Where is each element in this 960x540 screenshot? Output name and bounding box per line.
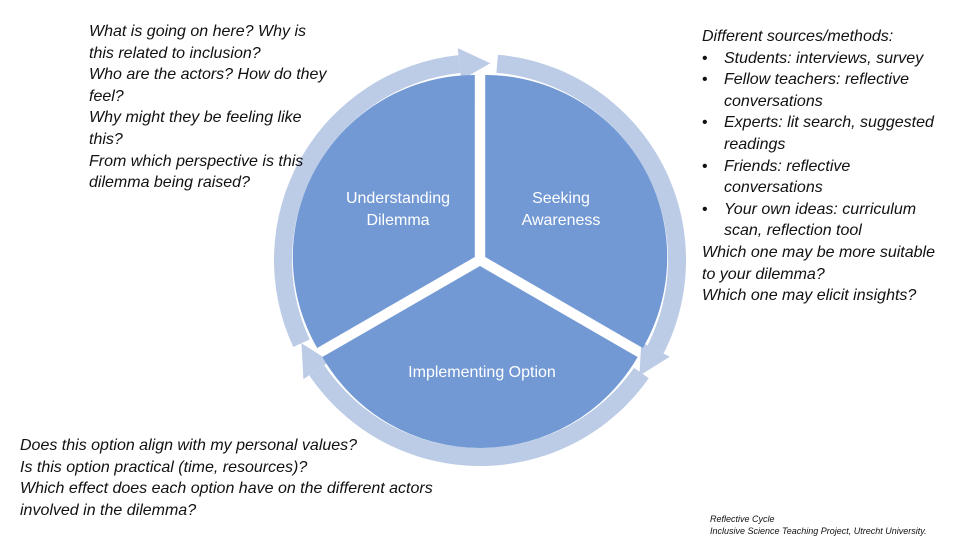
arrow-band-to-implementing bbox=[496, 54, 687, 354]
implementing-questions: Does this option align with my personal … bbox=[20, 435, 440, 521]
list-item: •Your own ideas: curriculum scan, reflec… bbox=[702, 200, 917, 240]
segment-understanding bbox=[292, 75, 475, 348]
bullet-icon: • bbox=[702, 157, 708, 175]
sources-question: Which one may be more suitable to your d… bbox=[702, 243, 935, 283]
question-line: Is this option practical (time, resource… bbox=[20, 458, 308, 476]
arrow-band-to-understanding bbox=[309, 365, 649, 467]
question-line: What is going on here? Why is this relat… bbox=[89, 23, 306, 62]
question-line: Who are the actors? How do they feel? bbox=[89, 66, 327, 105]
sources-list: •Students: interviews, survey •Fellow te… bbox=[702, 48, 952, 242]
list-item: •Students: interviews, survey bbox=[702, 48, 952, 70]
credit-title: Reflective Cycle bbox=[710, 514, 775, 524]
arrow-band-to-seeking bbox=[273, 55, 461, 348]
credit-caption: Reflective Cycle Inclusive Science Teach… bbox=[710, 513, 927, 537]
list-item: •Friends: reflective conversations bbox=[702, 157, 851, 197]
question-line: Does this option align with my personal … bbox=[20, 437, 358, 454]
list-item: •Experts: lit search, suggested readings bbox=[702, 114, 934, 153]
sources-question: Which one may elicit insights? bbox=[702, 287, 917, 305]
credit-source: Inclusive Science Teaching Project, Utre… bbox=[710, 526, 927, 536]
question-line: Which effect does each option have on th… bbox=[20, 480, 433, 519]
cycle-segments bbox=[292, 75, 668, 449]
arrowhead-to-seeking bbox=[457, 48, 491, 80]
awareness-sources: Different sources/methods: •Students: in… bbox=[702, 26, 952, 307]
cycle-arrows bbox=[273, 48, 687, 467]
segment-seeking bbox=[485, 75, 668, 348]
segment-implementing bbox=[322, 266, 638, 449]
arrowhead-to-understanding bbox=[301, 343, 330, 380]
question-line: Why might they be feeling like this? bbox=[89, 109, 302, 148]
segment-label-implementing: Implementing Option bbox=[408, 364, 556, 381]
list-item: •Fellow teachers: reflective conversatio… bbox=[702, 71, 909, 110]
arrowhead-to-implementing bbox=[639, 342, 670, 376]
understanding-questions: What is going on here? Why is this relat… bbox=[89, 21, 329, 194]
bullet-icon: • bbox=[702, 49, 708, 67]
bullet-icon: • bbox=[702, 200, 708, 218]
sources-heading: Different sources/methods: bbox=[702, 28, 894, 45]
bullet-icon: • bbox=[702, 114, 708, 132]
bullet-icon: • bbox=[702, 71, 708, 89]
question-line: From which perspective is this dilemma b… bbox=[89, 152, 304, 192]
